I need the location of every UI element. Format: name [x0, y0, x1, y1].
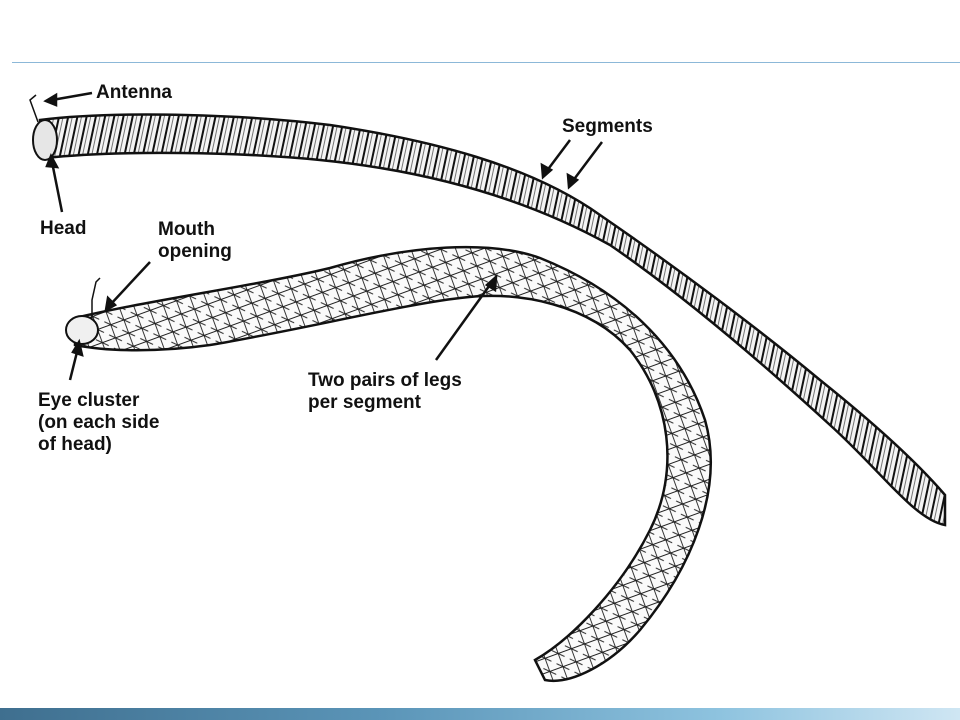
segments-label: Segments — [562, 116, 653, 137]
upper-antenna-shape — [29, 94, 39, 123]
antenna-label: Antenna — [96, 82, 172, 103]
bottom-accent-band — [0, 708, 960, 720]
label-arrows — [43, 91, 603, 381]
lower-head-shape — [65, 315, 99, 345]
lower-antenna-shape — [91, 277, 101, 318]
legs-line-2: per segment — [308, 392, 421, 413]
top-divider-line — [12, 62, 960, 63]
upper-millipede-body — [29, 94, 947, 527]
upper-head-shape — [32, 119, 58, 161]
mouth-opening-line-1: Mouth — [158, 219, 215, 240]
eye-cluster-line-2: (on each side — [38, 412, 160, 433]
mouth-opening-label: Mouth opening — [158, 219, 232, 263]
head-label: Head — [40, 218, 87, 239]
eye-cluster-line-3: of head) — [38, 434, 112, 455]
eye-cluster-label: Eye cluster (on each side of head) — [38, 390, 159, 456]
eye-cluster-line-1: Eye cluster — [38, 390, 140, 411]
legs-label: Two pairs of legs per segment — [308, 370, 462, 414]
mouth-opening-line-2: opening — [158, 241, 232, 262]
lower-millipede-body — [65, 245, 712, 682]
legs-line-1: Two pairs of legs — [308, 370, 462, 391]
